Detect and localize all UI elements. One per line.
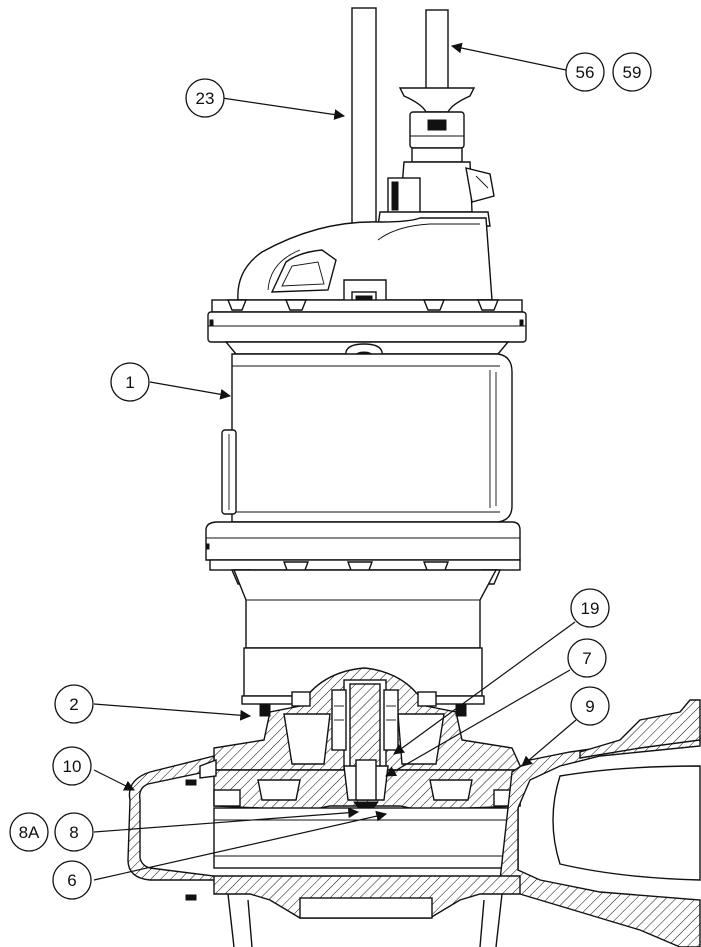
svg-text:2: 2 — [69, 695, 78, 714]
leader-lines — [93, 42, 577, 881]
svg-text:8A: 8A — [19, 823, 40, 842]
leader-2 — [93, 703, 252, 721]
svg-text:1: 1 — [125, 373, 134, 392]
callout-9: 9 — [570, 686, 610, 726]
leader-56 — [450, 42, 567, 71]
svg-text:7: 7 — [582, 649, 591, 668]
leader-8 — [93, 807, 360, 833]
callout-10: 10 — [52, 746, 92, 786]
callout-23: 23 — [185, 78, 225, 118]
leader-23 — [221, 97, 346, 120]
callout-1: 1 — [110, 362, 150, 402]
callout-8A: 8A — [9, 812, 49, 852]
seal-chamber-section — [213, 667, 524, 775]
svg-text:19: 19 — [581, 599, 600, 618]
svg-text:9: 9 — [585, 697, 594, 716]
callout-8: 8 — [54, 812, 94, 852]
leader-9 — [521, 719, 577, 767]
motor-top-cover — [237, 217, 493, 313]
callout-2: 2 — [54, 684, 94, 724]
leader-7 — [385, 669, 571, 777]
svg-text:6: 6 — [67, 871, 76, 890]
callout-19: 19 — [570, 588, 610, 628]
leader-19 — [393, 621, 576, 755]
leader-1 — [149, 381, 232, 400]
control-cable — [425, 9, 449, 91]
leader-6 — [93, 810, 388, 881]
svg-text:10: 10 — [63, 757, 82, 776]
volute-casing — [127, 699, 701, 947]
motor-housing — [221, 353, 513, 523]
callout-56: 56 — [565, 52, 605, 92]
svg-text:56: 56 — [576, 63, 595, 82]
svg-text:8: 8 — [69, 823, 78, 842]
cable-gland — [377, 87, 495, 227]
leader-10 — [93, 769, 135, 791]
upper-flange — [207, 299, 527, 355]
callout-7: 7 — [567, 638, 607, 678]
svg-text:23: 23 — [196, 89, 215, 108]
svg-text:59: 59 — [623, 63, 642, 82]
callout-6: 6 — [52, 860, 92, 900]
callout-59: 59 — [612, 52, 652, 92]
